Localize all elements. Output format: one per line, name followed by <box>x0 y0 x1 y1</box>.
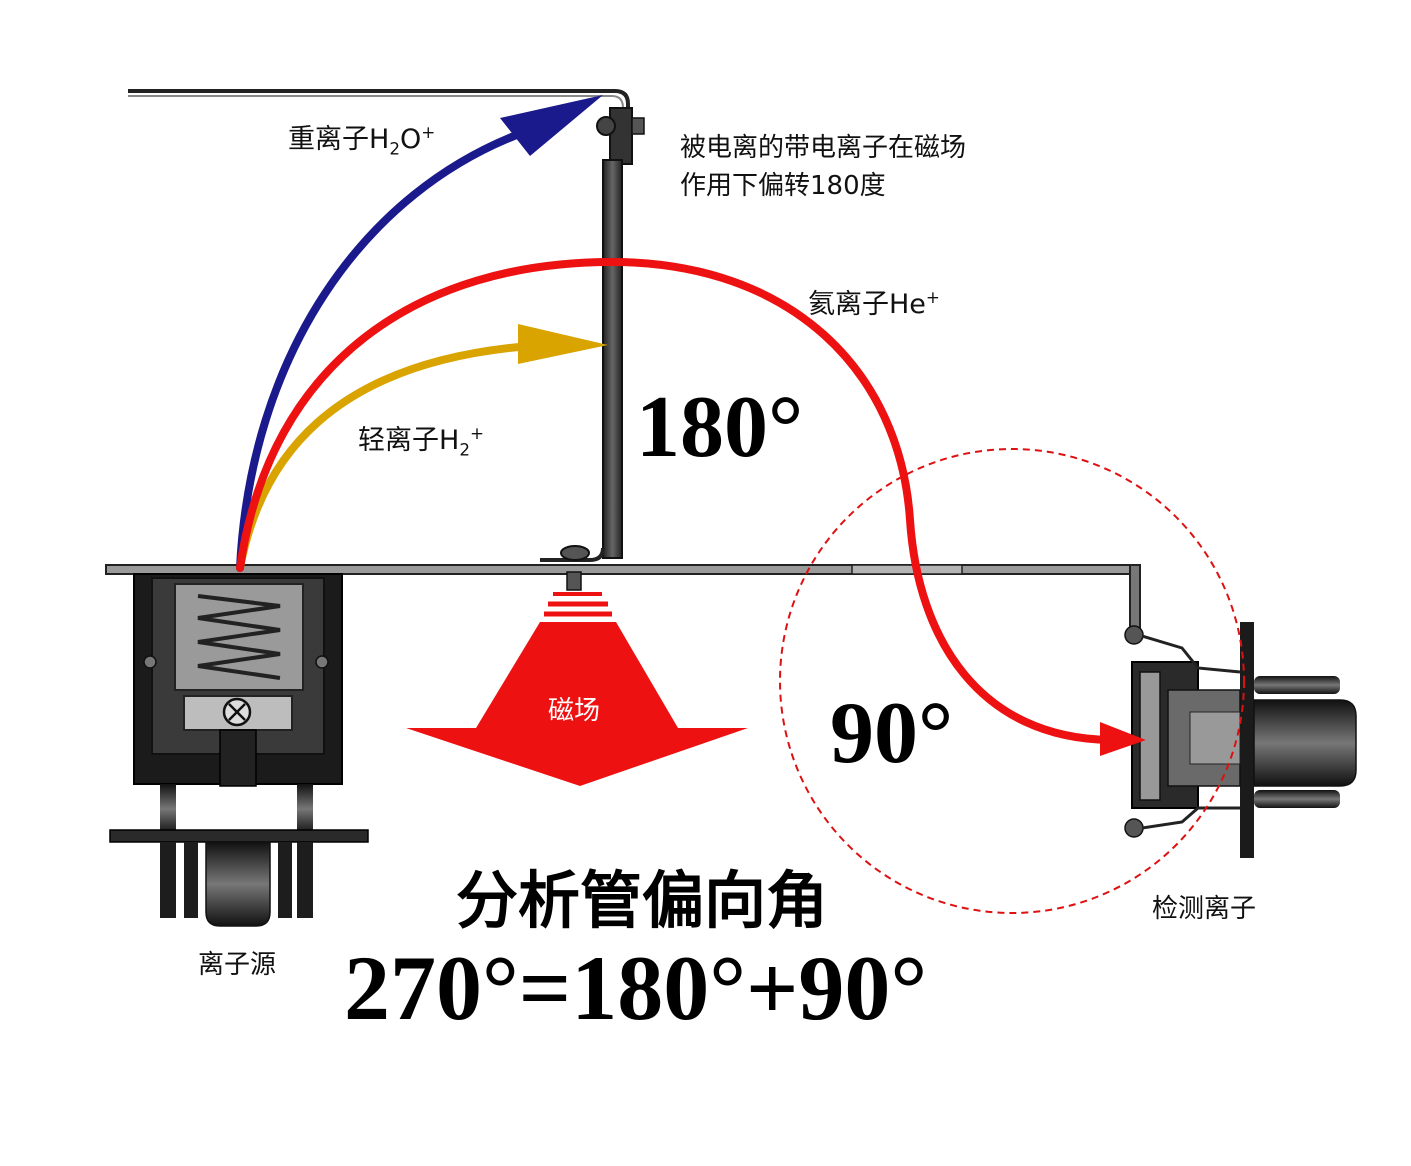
heavy-ion-label: 重离子H2O+ <box>288 122 436 159</box>
heavy-ion-path <box>236 126 534 572</box>
light-ion-arrowhead <box>518 324 608 364</box>
helium-ion-arrowhead <box>1100 722 1146 756</box>
angle-180-label: 180° <box>636 379 804 476</box>
top-plate <box>128 89 645 165</box>
deflection-circle-90 <box>779 448 1245 914</box>
magnetic-field-label: 磁场 <box>548 696 601 726</box>
ion-paths <box>236 95 1146 756</box>
detector-label: 检测离子 <box>1152 894 1257 924</box>
ion-source-assembly <box>109 573 369 927</box>
heavy-ion-arrowhead <box>500 95 603 156</box>
top-bolt <box>596 116 616 136</box>
deflect-note-line2: 作用下偏转180度 <box>680 171 886 201</box>
ion-source-label: 离子源 <box>198 950 277 980</box>
magnetic-field-arrow <box>406 592 748 786</box>
deflection-formula: 270°=180°+90° <box>344 937 928 1039</box>
helium-ion-path <box>236 257 1114 744</box>
helium-ion-label: 氦离子He+ <box>808 287 940 320</box>
detector-assembly <box>1124 622 1357 858</box>
vertical-partition <box>540 159 623 562</box>
base-plate <box>105 564 1141 631</box>
light-ion-label: 轻离子H2+ <box>358 423 484 460</box>
deflect-note-line1: 被电离的带电离子在磁场 <box>680 133 967 163</box>
angle-90-label: 90° <box>830 685 954 782</box>
diagram-title: 分析管偏向角 <box>456 864 829 937</box>
